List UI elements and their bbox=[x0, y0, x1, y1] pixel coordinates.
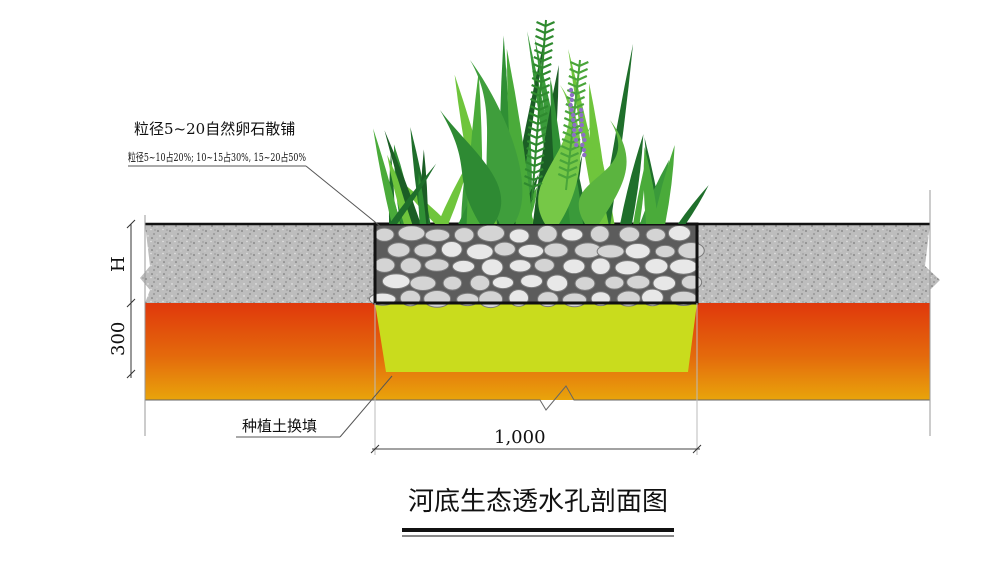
width-label: 1,000 bbox=[494, 427, 546, 448]
break-line bbox=[145, 385, 930, 411]
pebble-annotation-line2: 粒径5~10占20%; 10~15占30%, 15~20占50% bbox=[128, 150, 306, 164]
pebble-layer bbox=[368, 222, 705, 309]
diagram-title: 河底生态透水孔剖面图 bbox=[408, 487, 668, 517]
planting-soil-fill bbox=[375, 303, 697, 372]
pebble-annotation-line1: 粒径5~20自然卵石散铺 bbox=[134, 120, 295, 138]
left-dimension bbox=[126, 219, 136, 379]
soil-leader bbox=[236, 375, 393, 438]
planting-soil-label: 种植土换填 bbox=[242, 417, 317, 435]
depth-label: 300 bbox=[108, 322, 129, 356]
height-label: H bbox=[108, 256, 129, 272]
gravel-layer bbox=[140, 222, 940, 303]
pebble-leader bbox=[128, 165, 381, 227]
aquatic-plants bbox=[373, 19, 709, 225]
width-dimension bbox=[370, 303, 702, 455]
